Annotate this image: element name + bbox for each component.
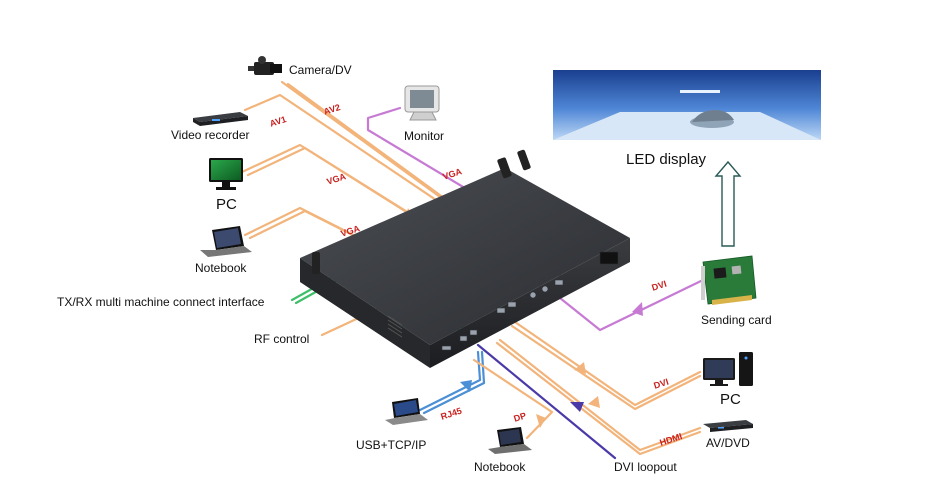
dvd-player-icon — [703, 420, 753, 432]
tx-rx-label: TX/RX multi machine connect interface — [57, 295, 265, 309]
rf-control-label: RF control — [254, 332, 310, 346]
pc-right-label: PC — [720, 391, 741, 408]
usb-tcp-label: USB+TCP/IP — [356, 438, 427, 452]
video-recorder-icon — [193, 112, 248, 126]
pc-left-icon — [209, 158, 243, 190]
av-dvd-label: AV/DVD — [706, 436, 750, 450]
cable-dvi-pc — [510, 320, 702, 411]
notebook-left-label: Notebook — [195, 261, 247, 275]
camera-icon — [248, 56, 282, 75]
vent-grill — [387, 315, 403, 338]
video-processor — [300, 149, 630, 368]
notebook-bottom-icon — [488, 427, 532, 454]
monitor-label: Monitor — [404, 129, 445, 143]
sending-card-icon — [701, 255, 757, 305]
pc-left-label: PC — [216, 196, 237, 213]
pc-right-icon — [703, 352, 753, 386]
usb-notebook-icon — [385, 398, 428, 425]
sending-card-label: Sending card — [701, 313, 772, 327]
led-display-label: LED display — [626, 151, 707, 168]
dvi-loopout-label: DVI loopout — [614, 460, 677, 474]
cable-rj45 — [418, 350, 486, 415]
monitor-icon — [404, 85, 440, 121]
video-recorder-label: Video recorder — [171, 128, 250, 142]
cable-dvi-sending — [558, 278, 705, 332]
notebook-left-icon — [200, 226, 252, 257]
led-up-arrow — [714, 160, 742, 247]
led-display-screen — [553, 70, 821, 140]
camera-label: Camera/DV — [289, 63, 352, 77]
cable-dp — [472, 358, 554, 440]
cable-dvi-loop — [476, 343, 617, 460]
notebook-bottom-label: Notebook — [474, 460, 526, 474]
rear-ports — [441, 251, 619, 351]
cable-hdmi — [495, 338, 702, 456]
